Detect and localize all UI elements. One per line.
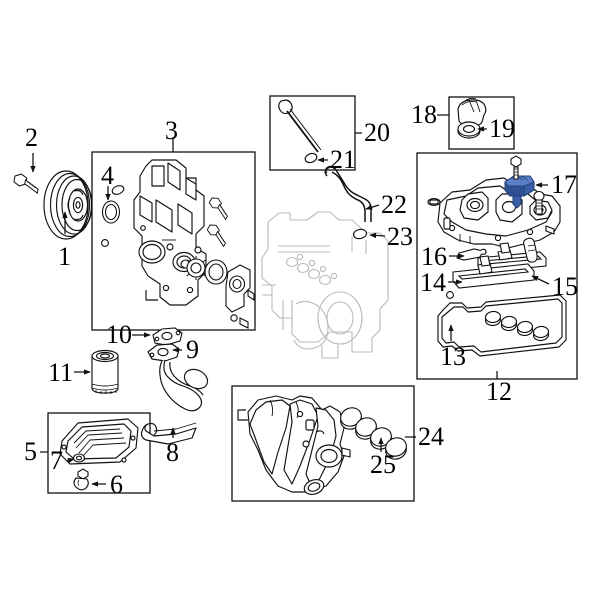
leader-lines (30, 114, 550, 487)
callout-5: 5 (24, 437, 37, 466)
callout-15: 15 (552, 272, 578, 301)
oil-pickup-gasket (152, 327, 183, 346)
callout-21: 21 (330, 145, 356, 174)
valve-cover-bolts (510, 155, 545, 215)
callout-10: 10 (106, 320, 132, 349)
callout-2: 2 (25, 123, 38, 152)
callout-23: 23 (387, 222, 413, 251)
crankshaft-pulley (43, 170, 93, 240)
timing-chain-cover (133, 159, 207, 306)
oil-pan-scraper (140, 422, 197, 445)
callout-18: 18 (411, 100, 437, 129)
callout-19: 19 (489, 114, 515, 143)
engine-block-ghost (261, 211, 389, 359)
valve-cover-gasket (437, 294, 567, 357)
valve-cover-washer (446, 291, 454, 299)
callout-14: 14 (420, 268, 446, 297)
callout-11: 11 (48, 358, 74, 387)
callout-4: 4 (101, 161, 114, 190)
callout-9: 9 (186, 335, 199, 364)
crankshaft-pulley-bolt (12, 172, 41, 194)
oil-drain-plug (73, 468, 89, 491)
callout-25: 25 (370, 450, 396, 479)
drain-plug-gasket (72, 453, 86, 463)
callout-1: 1 (58, 242, 71, 271)
callout-7: 7 (50, 446, 63, 475)
box-oil-filler-cap (448, 96, 515, 150)
box-intake-manifold (231, 385, 415, 502)
oil-filler-cap-gasket (457, 121, 481, 139)
oil-pickup-tube (147, 343, 209, 412)
callout-17: 17 (551, 170, 577, 199)
box-oil-pan (47, 412, 151, 494)
callout-13: 13 (440, 342, 466, 371)
leader-7 (66, 458, 75, 464)
intake-manifold (237, 395, 351, 495)
callout-8: 8 (166, 438, 179, 467)
callout-3: 3 (165, 116, 178, 145)
callout-6: 6 (110, 470, 123, 499)
oil-pan (59, 418, 139, 465)
callout-12: 12 (486, 377, 512, 406)
callout-24: 24 (418, 422, 444, 451)
intake-manifold-gasket (340, 407, 407, 460)
valve-cover-clip (523, 237, 538, 263)
oil-level-dipstick (278, 99, 322, 164)
timing-cover-small-parts (101, 185, 255, 329)
leader-23 (369, 232, 386, 239)
leader-15 (531, 275, 550, 285)
dipstick-tube (324, 165, 372, 240)
callout-16: 16 (421, 242, 447, 271)
oil-filter (91, 349, 119, 394)
callout-20: 20 (364, 118, 390, 147)
leader-22 (365, 204, 380, 210)
callout-22: 22 (381, 190, 407, 219)
